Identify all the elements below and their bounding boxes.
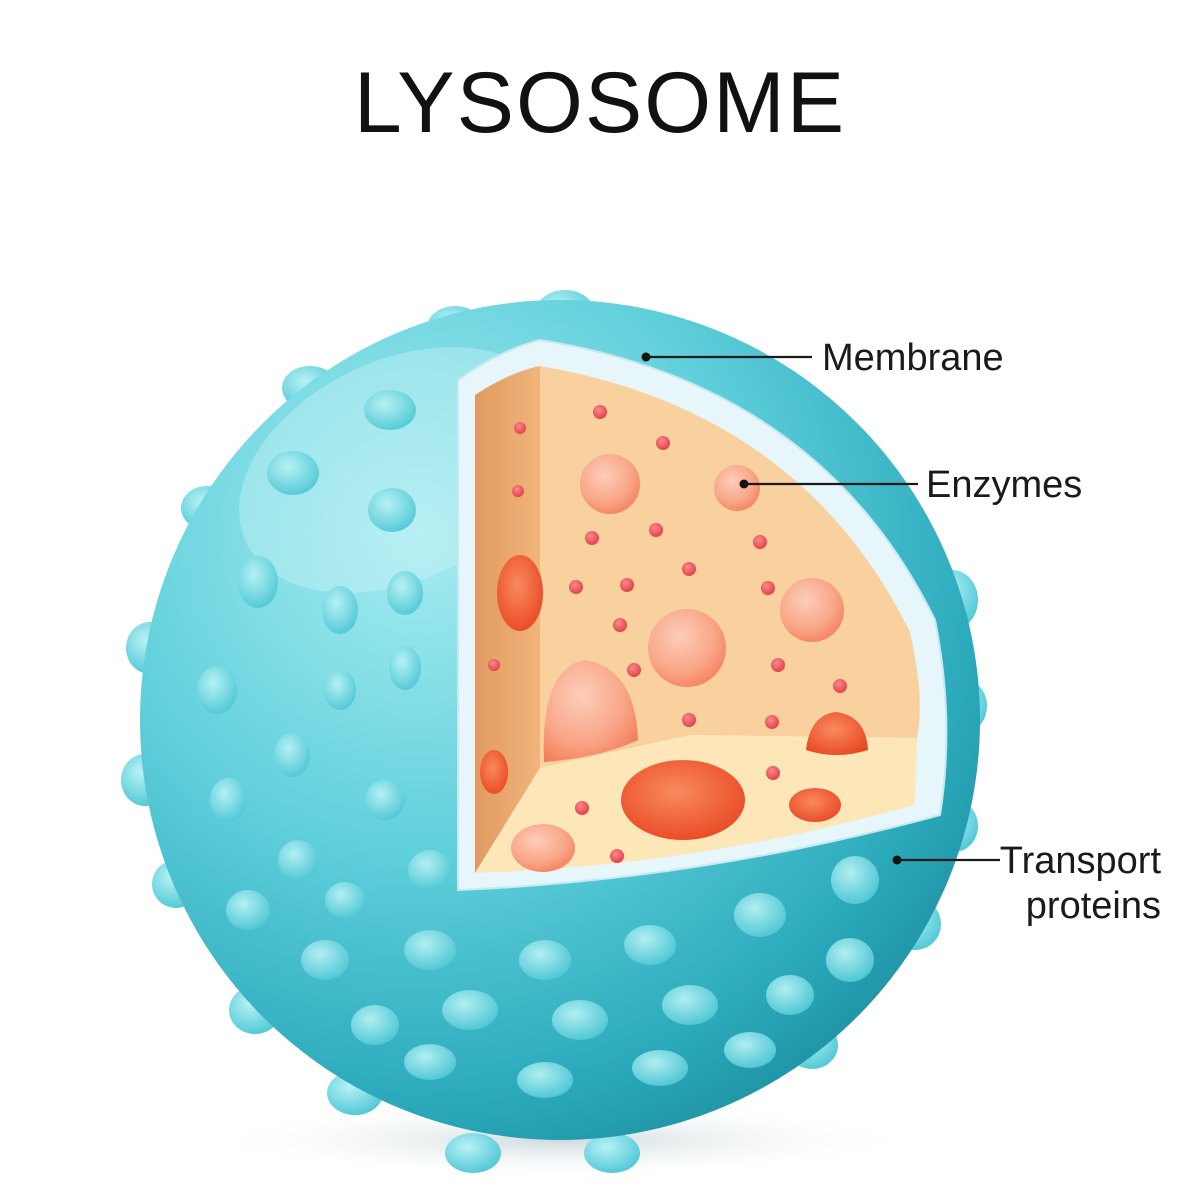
label-transport-line1: Transport [1000, 840, 1162, 882]
diagram-title: LYSOSOME [354, 55, 846, 151]
label-membrane: Membrane [822, 337, 1004, 379]
label-transport-line2: proteins [1026, 885, 1161, 927]
label-leaders [641, 352, 1000, 865]
large-enzymes [480, 454, 868, 872]
label-enzymes: Enzymes [926, 464, 1082, 506]
small-enzymes [488, 405, 847, 863]
